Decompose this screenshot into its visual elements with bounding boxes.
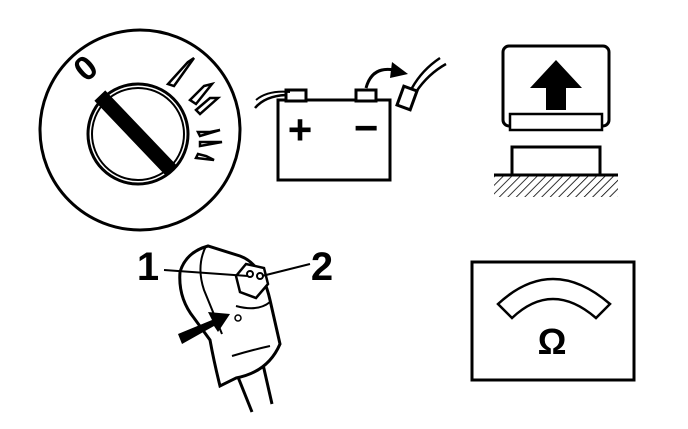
switch-position-label: 0	[66, 48, 105, 89]
battery-negative-terminal	[354, 88, 378, 103]
up-arrow-icon	[530, 60, 582, 110]
switch-inner-dial	[86, 82, 190, 186]
lift-panel-base	[510, 145, 602, 177]
disconnect-arrow	[364, 67, 395, 89]
ohmmeter	[470, 260, 636, 382]
ground-hatching	[494, 175, 618, 197]
battery-negative-symbol: −	[354, 104, 379, 151]
callout-2-label: 2	[311, 245, 333, 289]
battery-positive-symbol: +	[288, 106, 313, 153]
ohmmeter-scale-arc	[496, 277, 612, 320]
arrow-icon	[178, 312, 230, 344]
connector	[163, 244, 311, 413]
position-marks	[165, 56, 223, 162]
callout-1-label: 1	[137, 245, 159, 289]
lift-panel	[494, 44, 618, 197]
connector-test-point	[234, 314, 242, 322]
switch-outer-ring	[38, 28, 242, 232]
key-slot	[94, 90, 177, 176]
negative-cable	[395, 56, 447, 112]
positive-cable	[254, 93, 287, 109]
ignition-switch	[38, 28, 242, 232]
callout-1-leader	[163, 269, 249, 277]
ohm-symbol: Ω	[538, 321, 567, 362]
battery-body	[276, 98, 392, 182]
battery	[254, 56, 447, 182]
callout-2-leader	[261, 263, 311, 277]
